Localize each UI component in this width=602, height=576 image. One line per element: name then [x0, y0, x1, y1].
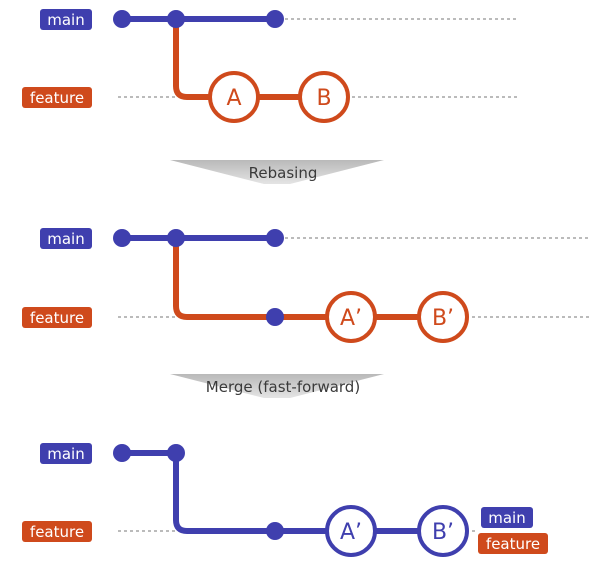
- commit-a-prime-node: [325, 505, 377, 557]
- commit-b-prime-label: B’: [432, 520, 454, 545]
- merged-branch-line: [122, 450, 443, 534]
- step-rebasing-label: Rebasing: [249, 164, 318, 182]
- feature-branch-label: feature: [30, 309, 84, 327]
- main-branch-label: main: [47, 445, 84, 463]
- feature-branch-label: feature: [30, 89, 84, 107]
- feature-branch-tag: [22, 307, 92, 328]
- main-branch-label: main: [47, 11, 84, 29]
- feature-branch-label: feature: [30, 523, 84, 541]
- stage-before-rebase: main feature A B: [22, 9, 518, 123]
- tip-main-label: main: [488, 509, 525, 527]
- main-commit-dot: [266, 229, 284, 247]
- tip-main-tag: [481, 507, 533, 528]
- commit-a-prime-label: A’: [340, 520, 362, 545]
- stage-after-merge: main feature A’ B’ main feature: [22, 443, 548, 557]
- main-commit-dot: [167, 229, 185, 247]
- commit-b-node: [298, 71, 350, 123]
- commit-b-prime-node: [417, 505, 469, 557]
- feature-branch-tag: [22, 521, 92, 542]
- tip-feature-tag: [478, 533, 548, 554]
- commit-a-label: A: [226, 86, 241, 111]
- commit-b-label: B: [316, 86, 331, 111]
- main-branch-tag: [40, 9, 92, 30]
- base-commit-dot: [266, 522, 284, 540]
- commit-b-prime-node: [417, 291, 469, 343]
- base-commit-dot: [266, 308, 284, 326]
- feature-branch-line: [173, 238, 443, 320]
- step-rebasing: Rebasing: [170, 160, 384, 184]
- step-merge: Merge (fast-forward): [170, 374, 384, 398]
- feature-branch-line: [173, 19, 324, 100]
- step-merge-label: Merge (fast-forward): [206, 378, 360, 396]
- main-branch-tag: [40, 443, 92, 464]
- feature-branch-tag: [22, 87, 92, 108]
- stage-after-rebase: main feature A’ B’: [22, 228, 590, 343]
- main-commit-dot: [167, 10, 185, 28]
- commit-a-prime-label: A’: [340, 306, 362, 331]
- main-branch-tag: [40, 228, 92, 249]
- step-arrow-banner: [170, 160, 384, 184]
- commit-a-prime-node: [325, 291, 377, 343]
- main-commit-dot: [167, 444, 185, 462]
- main-commit-dot: [113, 444, 131, 462]
- main-commit-dot: [113, 229, 131, 247]
- step-arrow-banner: [170, 374, 384, 398]
- commit-a-node: [208, 71, 260, 123]
- main-commit-dot: [266, 10, 284, 28]
- tip-feature-label: feature: [486, 535, 540, 553]
- commit-b-prime-label: B’: [432, 306, 454, 331]
- main-branch-label: main: [47, 230, 84, 248]
- main-commit-dot: [113, 10, 131, 28]
